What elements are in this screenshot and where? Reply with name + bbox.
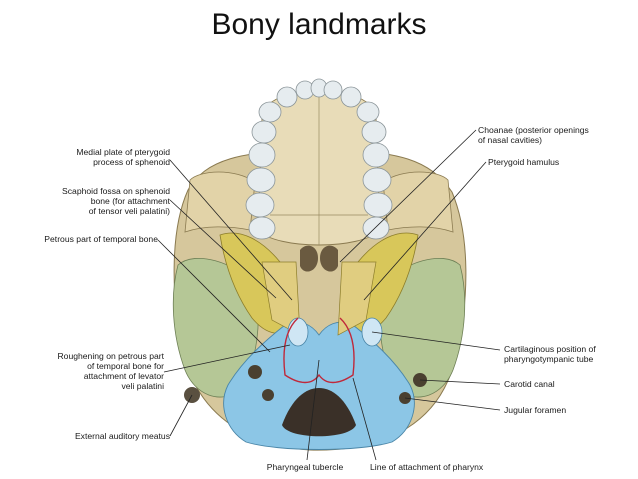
leader-scaphoid-fossa bbox=[169, 199, 277, 299]
teeth-arch bbox=[245, 78, 393, 240]
slide-title: Bony landmarks bbox=[211, 8, 427, 41]
leader-cartilaginous bbox=[371, 331, 501, 351]
label-petrous-part: Petrous part of temporal bone bbox=[44, 234, 158, 244]
label-choanae: Choanae (posterior openings of nasal cav… bbox=[478, 125, 589, 145]
label-pharyngeal-tubercle: Pharyngeal tubercle bbox=[266, 462, 344, 472]
leader-medial-plate bbox=[169, 159, 293, 301]
left-choana bbox=[300, 245, 318, 272]
left-tube-cartilage bbox=[287, 317, 309, 347]
label-roughening: Roughening on petrous part of temporal b… bbox=[57, 351, 164, 391]
label-external-auditory: External auditory meatus bbox=[74, 431, 170, 441]
leader-roughening bbox=[163, 344, 291, 373]
occipital-bone bbox=[223, 321, 415, 450]
right-choana bbox=[320, 245, 338, 272]
leader-line-attachment bbox=[352, 377, 377, 461]
leader-pterygoid-hamulus bbox=[363, 161, 487, 301]
label-scaphoid-fossa: Scaphoid fossa on sphenoid bone (for att… bbox=[62, 186, 170, 216]
leader-petrous-part bbox=[157, 239, 271, 353]
label-pterygoid-hamulus: Pterygoid hamulus bbox=[488, 157, 560, 167]
label-medial-plate: Medial plate of pterygoid process of sph… bbox=[76, 147, 170, 167]
label-jugular-foramen: Jugular foramen bbox=[504, 405, 567, 415]
leader-external-auditory bbox=[169, 394, 193, 437]
right-zygomatic bbox=[382, 171, 454, 233]
label-line-attachment: Line of attachment of pharynx bbox=[370, 462, 484, 472]
label-cartilaginous: Cartilaginous position of pharyngotympan… bbox=[504, 344, 596, 364]
leader-carotid-canal bbox=[419, 379, 501, 385]
label-carotid-canal: Carotid canal bbox=[504, 379, 555, 389]
right-pterygoid bbox=[337, 261, 377, 336]
left-jugular-foramen bbox=[262, 389, 274, 401]
foramen-magnum bbox=[282, 388, 356, 437]
pharynx-attachment-line bbox=[283, 317, 355, 384]
leader-jugular-foramen bbox=[404, 397, 501, 411]
left-zygomatic bbox=[184, 171, 256, 233]
leader-choanae bbox=[339, 129, 477, 263]
leader-pharyngeal-tubercle bbox=[306, 359, 320, 461]
left-carotid-canal bbox=[248, 365, 262, 379]
